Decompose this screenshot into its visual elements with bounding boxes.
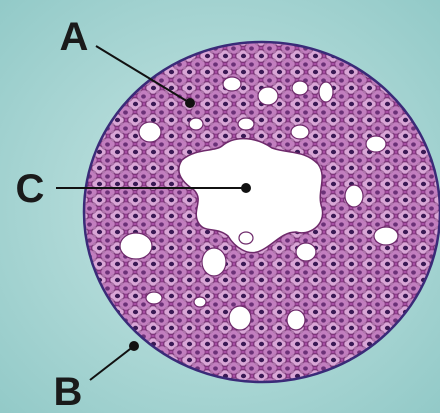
- label-a: A: [60, 15, 89, 59]
- label-c: C: [16, 167, 45, 211]
- label-b: B: [54, 370, 83, 413]
